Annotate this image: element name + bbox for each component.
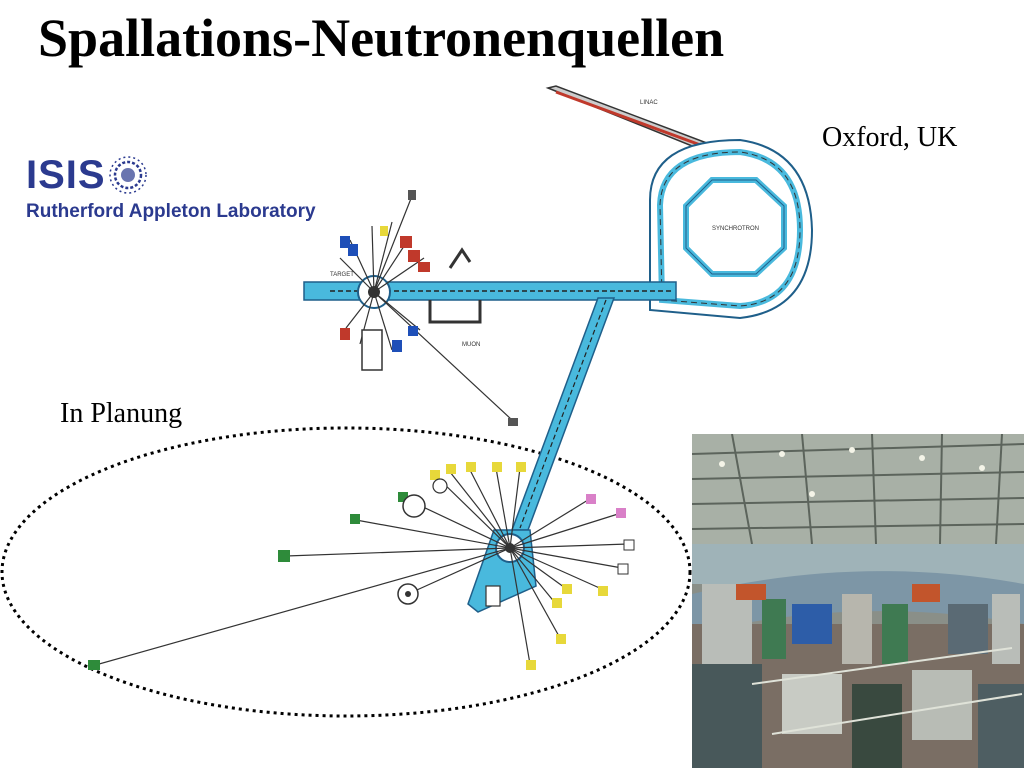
logo-lab-name: Rutherford Appleton Laboratory <box>26 201 316 222</box>
target-station-2 <box>88 462 635 670</box>
target-1-label: TARGET <box>330 272 354 278</box>
page-title: Spallations-Neutronenquellen <box>38 8 725 68</box>
logo-globe-icon <box>108 156 147 194</box>
linac <box>545 85 722 155</box>
target-station-1 <box>339 190 518 426</box>
isis-logo: ISIS Rutherford Appleton Laboratory <box>26 152 316 224</box>
planned-area-outline <box>0 426 692 718</box>
synchrotron-label: SYNCHROTRON <box>712 226 759 232</box>
logo-name: ISIS <box>26 153 106 197</box>
planning-label: In Planung <box>60 398 183 429</box>
synchrotron-ring <box>649 138 814 320</box>
muon-label: MUON <box>462 342 480 348</box>
muon-lines <box>428 247 482 324</box>
experimental-hall-photo <box>692 434 1024 768</box>
linac-label: LINAC <box>640 100 658 106</box>
location-label: Oxford, UK <box>822 122 958 153</box>
